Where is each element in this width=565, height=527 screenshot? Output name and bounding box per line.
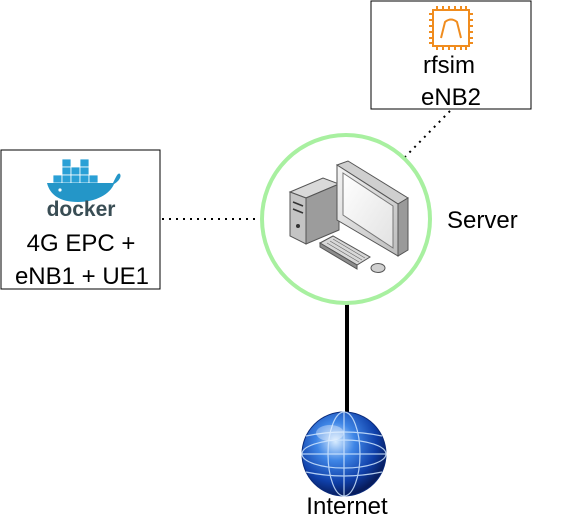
rfsim-to-server-link	[403, 110, 451, 159]
docker-box-line1: 4G EPC +	[27, 230, 136, 257]
globe-icon	[301, 411, 387, 497]
internet-label: Internet	[306, 493, 388, 520]
rfsim-box-line1: rfsim	[423, 52, 475, 79]
rfsim-box-line2: eNB2	[421, 84, 481, 111]
rfsim-box: rfsim eNB2	[370, 0, 532, 111]
docker-whale-icon	[47, 158, 121, 202]
docker-box-line2: eNB1 + UE1	[15, 263, 149, 290]
server-node: Server	[260, 133, 518, 305]
chip-icon	[429, 6, 473, 50]
docker-box: docker 4G EPC + eNB1 + UE1	[0, 149, 161, 290]
server-label: Server	[447, 207, 518, 234]
internet-node: Internet	[301, 411, 388, 520]
docker-logo-text: docker	[47, 198, 116, 221]
computer-icon	[288, 160, 409, 273]
